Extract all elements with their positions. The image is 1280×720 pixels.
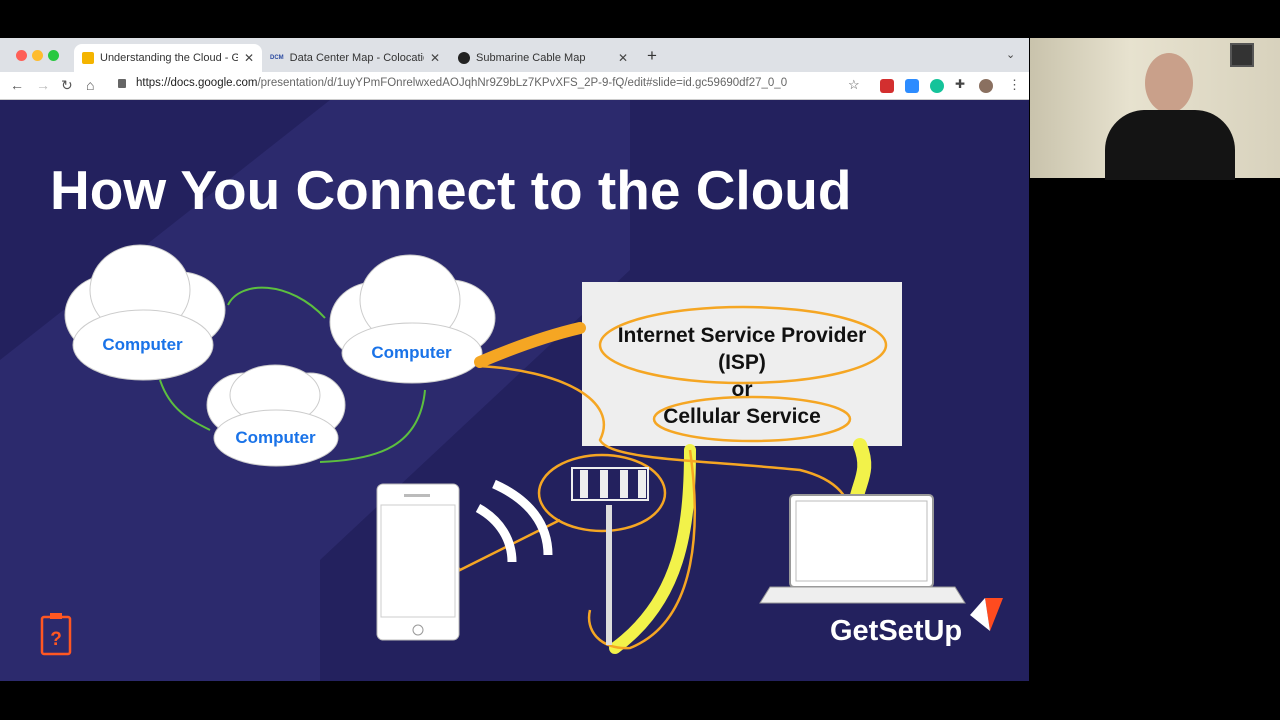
close-window-button[interactable] <box>16 50 27 61</box>
slide-canvas: ? <box>0 100 1003 681</box>
minimize-window-button[interactable] <box>32 50 43 61</box>
toolbar: ← → ↻ ⌂ https://docs.google.com/presenta… <box>0 72 1029 100</box>
network-lines <box>159 286 426 463</box>
reload-button[interactable]: ↻ <box>61 77 73 93</box>
isp-box <box>582 282 902 446</box>
tab-title: Submarine Cable Map <box>476 52 586 64</box>
cloud-label: Computer <box>102 335 183 354</box>
logo-accent-shape <box>970 598 990 631</box>
tab-understanding-cloud[interactable]: Understanding the Cloud - Goo ✕ <box>74 44 262 72</box>
wifi-signal-icon <box>475 479 553 563</box>
dcm-icon: DCM <box>270 55 284 61</box>
zoom-extension-icon[interactable] <box>905 79 919 93</box>
grammarly-extension-icon[interactable] <box>930 79 944 93</box>
cloud-label: Computer <box>235 428 316 447</box>
presenter-head <box>1145 53 1193 113</box>
isp-line: Internet Service Provider <box>617 324 867 347</box>
or-text: or <box>731 378 753 401</box>
forward-button[interactable]: → <box>36 77 50 93</box>
cloud-2 <box>329 254 496 384</box>
cloud-label: Computer <box>371 343 452 362</box>
close-tab-icon[interactable]: ✕ <box>429 51 440 65</box>
globe-icon <box>458 52 470 64</box>
isp-abbrev: (ISP) <box>718 351 766 374</box>
tab-title: Understanding the Cloud - Goo <box>100 52 238 64</box>
extension-icon[interactable] <box>880 79 894 93</box>
cellular-line: Cellular Service <box>663 405 821 428</box>
new-tab-button[interactable]: + <box>647 46 657 65</box>
wall-picture <box>1230 43 1254 67</box>
presenter-shirt <box>1105 110 1235 180</box>
tab-data-center-map[interactable]: DCM Data Center Map - Colocation, ✕ <box>262 44 448 72</box>
menu-kebab-icon[interactable]: ⋮ <box>1008 77 1021 92</box>
maximize-window-button[interactable] <box>48 50 59 61</box>
back-button[interactable]: ← <box>10 77 24 93</box>
cloud-1 <box>64 244 226 381</box>
extensions-puzzle-icon[interactable]: ✚ <box>955 77 966 91</box>
close-tab-icon[interactable]: ✕ <box>617 51 628 65</box>
cell-tower <box>571 467 649 645</box>
close-tab-icon[interactable]: ✕ <box>243 51 254 65</box>
tab-strip: Understanding the Cloud - Goo ✕ DCM Data… <box>0 38 1029 72</box>
presenter-webcam <box>1030 38 1280 180</box>
profile-avatar[interactable] <box>979 79 993 93</box>
url-host: https://docs.google.com <box>136 77 258 89</box>
getsetup-logo: GetSetUp <box>830 615 963 647</box>
address-bar[interactable]: https://docs.google.com/presentation/d/1… <box>136 77 787 89</box>
tab-submarine-cable-map[interactable]: Submarine Cable Map ✕ <box>450 44 636 72</box>
slide-title: How You Connect to the Cloud <box>50 159 852 221</box>
smartphone-icon <box>376 483 460 641</box>
svg-text:?: ? <box>50 629 62 650</box>
slide: ? How You Connect to the Cloud Computer … <box>0 100 1029 681</box>
tab-title: Data Center Map - Colocation, <box>289 52 424 64</box>
logo-accent-icon <box>985 598 1003 631</box>
cloud-3 <box>206 364 346 467</box>
tab-search-chevron-icon[interactable]: ⌄ <box>1006 49 1016 61</box>
google-slides-icon <box>82 52 94 64</box>
isp-box-text: Internet Service Provider (ISP) or Cellu… <box>582 322 902 430</box>
url-path: /presentation/d/1uyYPmFOnrelwxedAOJqhNr9… <box>257 77 788 89</box>
lock-icon <box>118 79 126 88</box>
laptop-icon <box>759 494 966 604</box>
home-button[interactable]: ⌂ <box>86 77 95 93</box>
quiz-clipboard-icon[interactable]: ? <box>40 613 72 656</box>
bookmark-star-icon[interactable]: ☆ <box>848 77 860 92</box>
